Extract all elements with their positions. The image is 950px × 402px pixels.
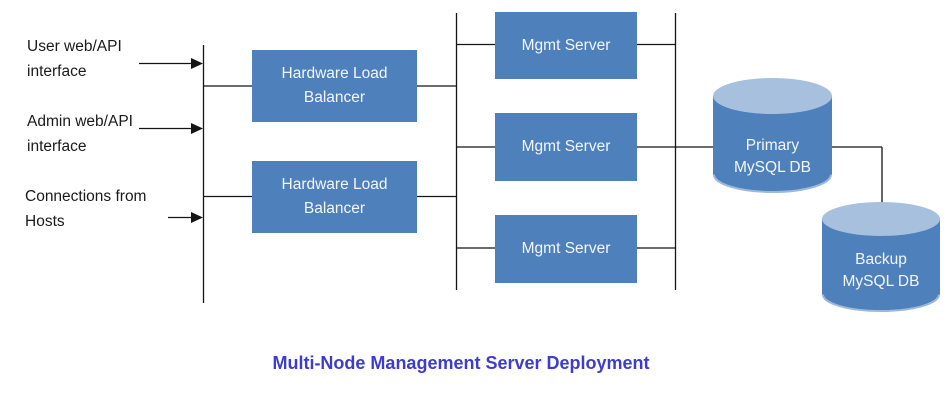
load-balancer-1-box: Hardware Load Balancer	[252, 50, 417, 122]
arrow-connections-hosts	[168, 212, 203, 223]
primary-mysql-db-label-line2: MySQL DB	[734, 159, 811, 176]
mgmt-server-3-label: Mgmt Server	[521, 240, 611, 257]
load-balancer-2-label-line2: Balancer	[303, 200, 366, 217]
database-cylinder-icon	[822, 202, 940, 312]
primary-mysql-db-label-line1: Primary	[745, 137, 800, 154]
link-primary-backup-db	[832, 146, 883, 209]
label-connections-hosts: Connections from Hosts	[25, 184, 146, 234]
load-balancer-1-label-line2: Balancer	[303, 89, 366, 106]
arrow-user-web-api	[139, 58, 203, 69]
arrow-admin-web-api	[139, 123, 203, 134]
label-admin-web-api-line1: Admin web/API	[27, 113, 133, 130]
primary-mysql-db-cylinder: Primary MySQL DB	[713, 78, 832, 193]
load-balancer-1-label-line1: Hardware Load	[281, 65, 388, 82]
load-balancer-2-label-line1: Hardware Load	[281, 176, 388, 193]
backup-mysql-db-cylinder: Backup MySQL DB	[822, 202, 940, 312]
backup-mysql-db-label: Backup MySQL DB	[822, 249, 940, 293]
mgmt-server-2-box: Mgmt Server	[495, 113, 637, 181]
database-cylinder-icon	[713, 78, 832, 193]
mgmt-server-1-box: Mgmt Server	[495, 12, 637, 79]
mgmt-server-2-label: Mgmt Server	[521, 138, 611, 155]
label-user-web-api-line2: interface	[27, 63, 87, 80]
backup-mysql-db-label-line1: Backup	[855, 251, 907, 268]
label-connections-hosts-line2: Hosts	[25, 213, 65, 230]
diagram-title: Multi-Node Management Server Deployment	[272, 353, 650, 373]
label-user-web-api-line1: User web/API	[27, 38, 122, 55]
label-admin-web-api: Admin web/API interface	[27, 109, 133, 159]
primary-mysql-db-label: Primary MySQL DB	[713, 135, 832, 179]
mgmt-server-1-label: Mgmt Server	[521, 36, 611, 54]
mgmt-server-3-box: Mgmt Server	[495, 215, 637, 283]
load-balancer-2-box: Hardware Load Balancer	[252, 161, 417, 233]
label-connections-hosts-line1: Connections from	[25, 188, 147, 205]
backup-mysql-db-label-line2: MySQL DB	[842, 273, 920, 290]
label-user-web-api: User web/API interface	[27, 34, 122, 84]
label-admin-web-api-line2: interface	[27, 138, 87, 155]
